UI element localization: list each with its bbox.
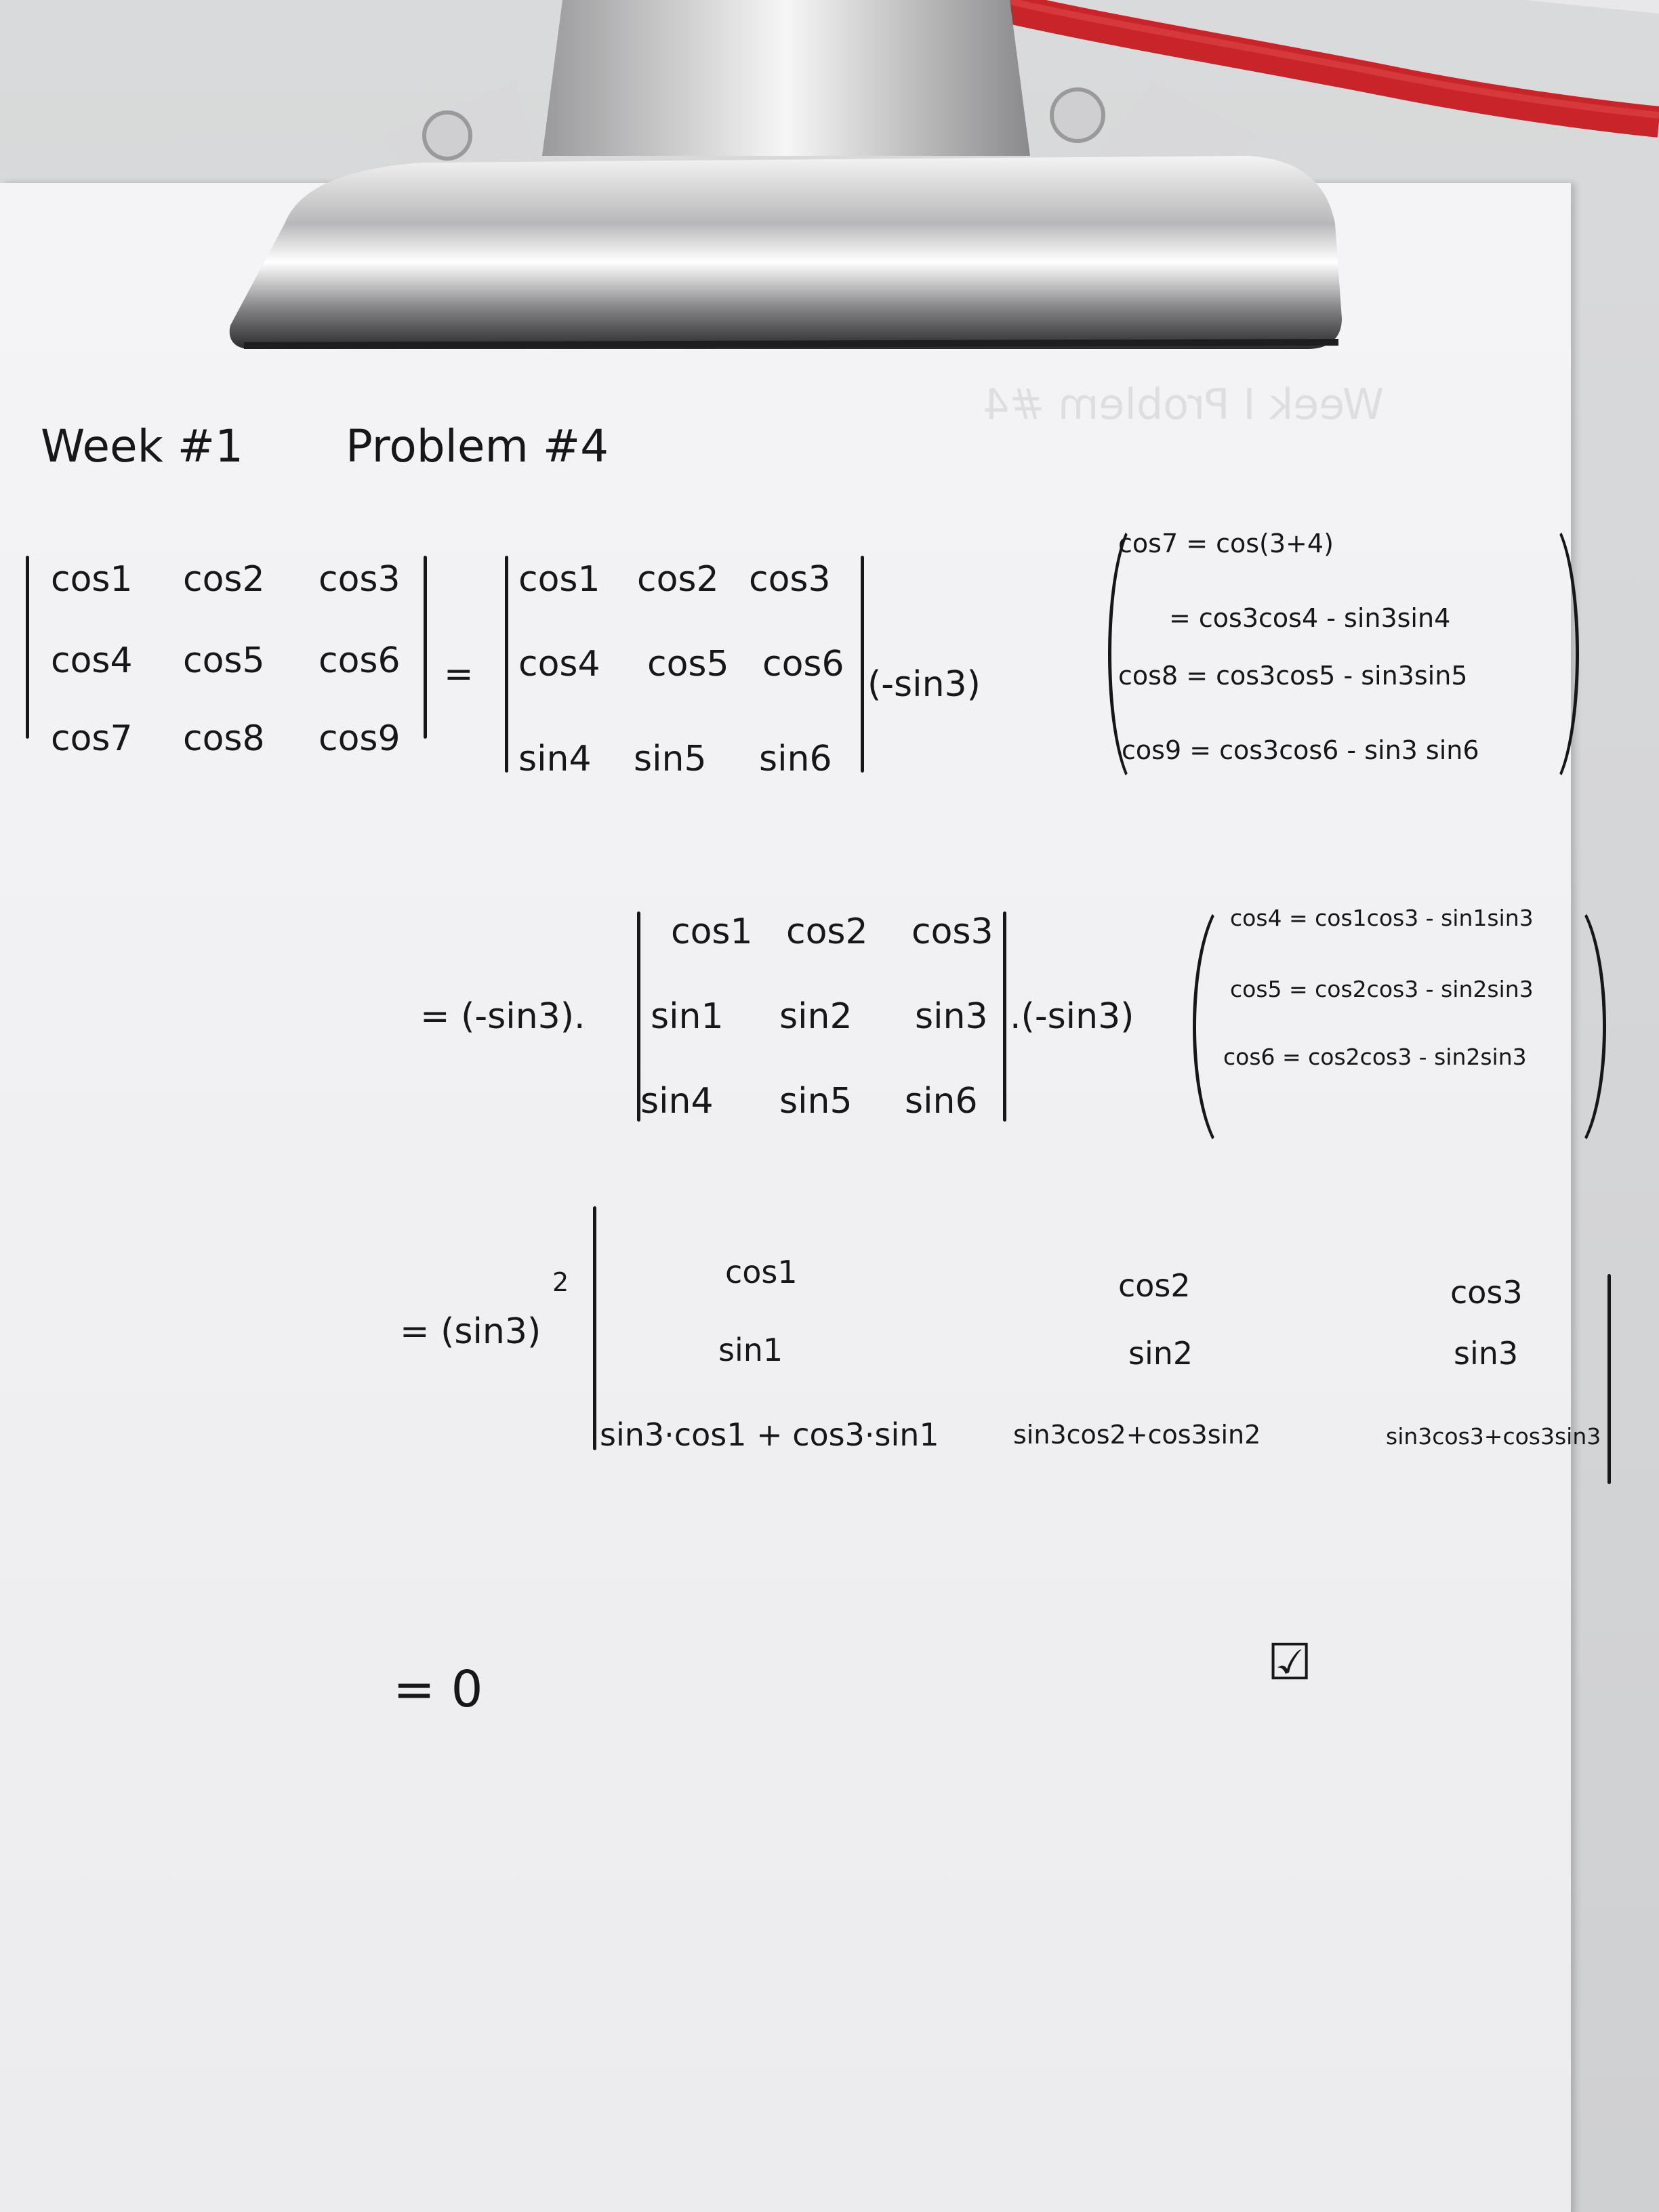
qed-mark-icon: ☑ bbox=[1267, 1633, 1313, 1692]
step2-cell: sin2 bbox=[779, 996, 853, 1037]
step3-cell: sin2 bbox=[1128, 1335, 1193, 1372]
rhs-cell: cos2 bbox=[637, 559, 719, 600]
step2-cell: cos3 bbox=[912, 912, 994, 952]
problem-label: Problem #4 bbox=[346, 420, 609, 472]
step3-cell: sin1 bbox=[718, 1332, 783, 1368]
note-line: = cos3cos4 - sin3sin4 bbox=[1169, 603, 1451, 633]
step2-cell: cos1 bbox=[671, 912, 753, 952]
lhs-cell: cos8 bbox=[183, 718, 265, 759]
rhs-cell: cos5 bbox=[647, 644, 729, 684]
step3-cell: sin3cos3+cos3sin3 bbox=[1386, 1423, 1601, 1450]
step3-cell: cos3 bbox=[1450, 1274, 1523, 1311]
step2-cell: sin6 bbox=[905, 1081, 978, 1122]
lhs-cell: cos7 bbox=[51, 718, 133, 759]
step2-cell: sin4 bbox=[640, 1081, 714, 1122]
step2-factor: .(-sin3) bbox=[1010, 996, 1134, 1037]
red-cord bbox=[972, 0, 1659, 138]
lhs-cell: cos6 bbox=[319, 640, 401, 681]
note-line: cos6 = cos2cos3 - sin2sin3 bbox=[1223, 1044, 1527, 1070]
final-result: = 0 bbox=[393, 1660, 483, 1719]
step2-prefix: = (-sin3). bbox=[420, 996, 586, 1037]
equals-sign: = bbox=[444, 654, 474, 695]
rhs-cell: cos4 bbox=[518, 644, 600, 684]
lhs-cell: cos9 bbox=[319, 718, 401, 759]
rhs-cell: cos6 bbox=[762, 644, 844, 684]
lhs-cell: cos1 bbox=[51, 559, 133, 600]
rhs-cell: cos1 bbox=[518, 559, 600, 600]
step3-cell: cos1 bbox=[725, 1254, 798, 1290]
week-label: Week #1 bbox=[41, 420, 244, 472]
note-line: cos8 = cos3cos5 - sin3sin5 bbox=[1118, 661, 1468, 691]
step2-cell: cos2 bbox=[786, 912, 868, 952]
step3-cell: cos2 bbox=[1118, 1267, 1191, 1304]
binder-clip bbox=[229, 0, 1342, 349]
step3-exponent: 2 bbox=[552, 1267, 569, 1297]
step1-factor: (-sin3) bbox=[867, 664, 981, 705]
note-line: cos5 = cos2cos3 - sin2sin3 bbox=[1230, 976, 1534, 1002]
step2-cell: sin3 bbox=[915, 996, 988, 1037]
lhs-cell: cos4 bbox=[51, 640, 133, 681]
lhs-cell: cos3 bbox=[319, 559, 401, 600]
rhs-cell: sin6 bbox=[759, 739, 832, 779]
step3-prefix: = (sin3) bbox=[400, 1311, 541, 1352]
note-line: cos7 = cos(3+4) bbox=[1118, 529, 1334, 558]
step2-cell: sin5 bbox=[779, 1081, 853, 1122]
paper-sheet bbox=[0, 183, 1571, 2212]
rhs-cell: cos3 bbox=[749, 559, 831, 600]
show-through-text: Week I Problem #4 bbox=[983, 380, 1385, 429]
step3-cell: sin3cos2+cos3sin2 bbox=[1013, 1420, 1261, 1450]
step2-cell: sin1 bbox=[651, 996, 724, 1037]
step3-cell: sin3·cos1 + cos3·sin1 bbox=[600, 1416, 939, 1453]
step3-cell: sin3 bbox=[1454, 1335, 1519, 1372]
note-line: cos4 = cos1cos3 - sin1sin3 bbox=[1230, 905, 1534, 931]
note-line: cos9 = cos3cos6 - sin3 sin6 bbox=[1122, 735, 1479, 765]
lhs-cell: cos2 bbox=[183, 559, 265, 600]
rhs-cell: sin4 bbox=[518, 739, 592, 779]
rhs-cell: sin5 bbox=[634, 739, 707, 779]
lhs-cell: cos5 bbox=[183, 640, 265, 681]
